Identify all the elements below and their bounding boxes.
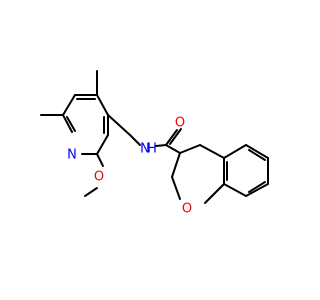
bond	[155, 144, 167, 147]
bond	[245, 183, 269, 197]
amide-hydrogen-label: H	[147, 142, 157, 157]
bond	[199, 144, 225, 159]
bond	[96, 153, 104, 167]
bond	[165, 144, 181, 154]
pyridine-nitrogen-label: N	[67, 148, 77, 163]
bond-layer	[40, 70, 269, 204]
bond	[223, 183, 247, 197]
bond	[96, 94, 109, 116]
bond	[245, 144, 269, 159]
molecule-structure: N O N H O O	[40, 70, 269, 217]
bond	[223, 144, 247, 159]
bond	[204, 183, 225, 204]
bond	[171, 176, 181, 200]
bond	[179, 144, 201, 154]
bond	[165, 129, 178, 146]
amide-nitrogen-label: N	[140, 142, 150, 157]
methoxy-oxygen-label: O	[94, 170, 104, 185]
bond	[62, 114, 73, 133]
bond	[171, 152, 181, 178]
carbonyl-oxygen-label: O	[175, 116, 185, 131]
ring-oxygen-label: O	[182, 202, 192, 217]
bond	[62, 94, 76, 116]
bond	[107, 114, 131, 136]
bond	[248, 181, 266, 193]
bond	[66, 116, 76, 132]
atom-label-layer: N O N H O O	[67, 116, 192, 217]
bond	[96, 134, 109, 155]
bond	[248, 149, 266, 161]
bond	[169, 128, 182, 145]
bond	[129, 134, 141, 146]
bond	[84, 187, 98, 197]
